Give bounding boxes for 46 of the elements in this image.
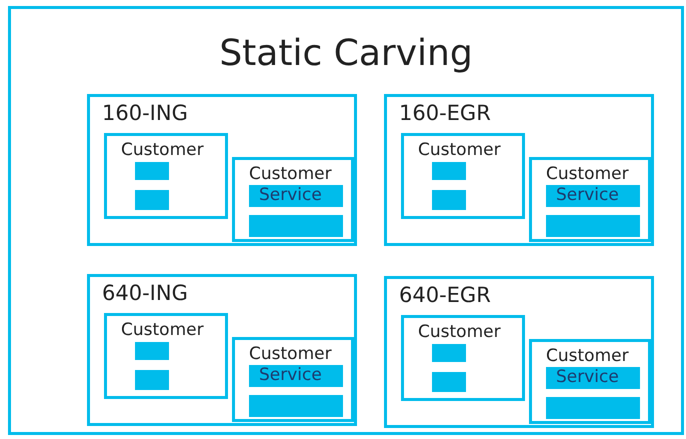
customer-card <box>401 315 525 401</box>
group-title: 640-EGR <box>399 283 491 307</box>
bar <box>135 342 169 360</box>
group-box <box>87 94 357 246</box>
bar <box>432 344 466 362</box>
card-title: Customer <box>546 346 629 366</box>
customer-card <box>232 337 354 422</box>
group-title: 640-ING <box>102 281 188 305</box>
customer-card <box>401 133 525 219</box>
bar <box>135 190 169 210</box>
bar <box>546 215 640 237</box>
group-box <box>384 276 654 428</box>
group-title: 160-ING <box>102 101 188 125</box>
bar-label: Service <box>259 365 322 385</box>
card-title: Customer <box>546 164 629 184</box>
card-title: Customer <box>418 140 501 160</box>
card-title: Customer <box>418 322 501 342</box>
bar <box>135 162 169 180</box>
bar-label: Service <box>556 367 619 387</box>
bar <box>546 397 640 419</box>
bar <box>249 215 343 237</box>
service-bar <box>546 185 640 207</box>
service-bar <box>546 367 640 389</box>
card-title: Customer <box>121 140 204 160</box>
service-bar <box>249 185 343 207</box>
group-box <box>87 274 357 426</box>
bar <box>432 162 466 180</box>
bar-label: Service <box>556 185 619 205</box>
service-bar <box>249 365 343 387</box>
bar <box>432 372 466 392</box>
card-title: Customer <box>249 344 332 364</box>
card-title: Customer <box>249 164 332 184</box>
customer-card <box>529 157 651 242</box>
bar <box>135 370 169 390</box>
customer-card <box>232 157 354 242</box>
group-title: 160-EGR <box>399 101 491 125</box>
customer-card <box>104 313 228 399</box>
diagram-frame <box>8 6 684 435</box>
customer-card <box>529 339 651 424</box>
customer-card <box>104 133 228 219</box>
frame-heading: Static Carving <box>218 33 474 74</box>
group-box <box>384 94 654 246</box>
bar-label: Service <box>259 185 322 205</box>
card-title: Customer <box>121 320 204 340</box>
bar <box>249 395 343 417</box>
bar <box>432 190 466 210</box>
